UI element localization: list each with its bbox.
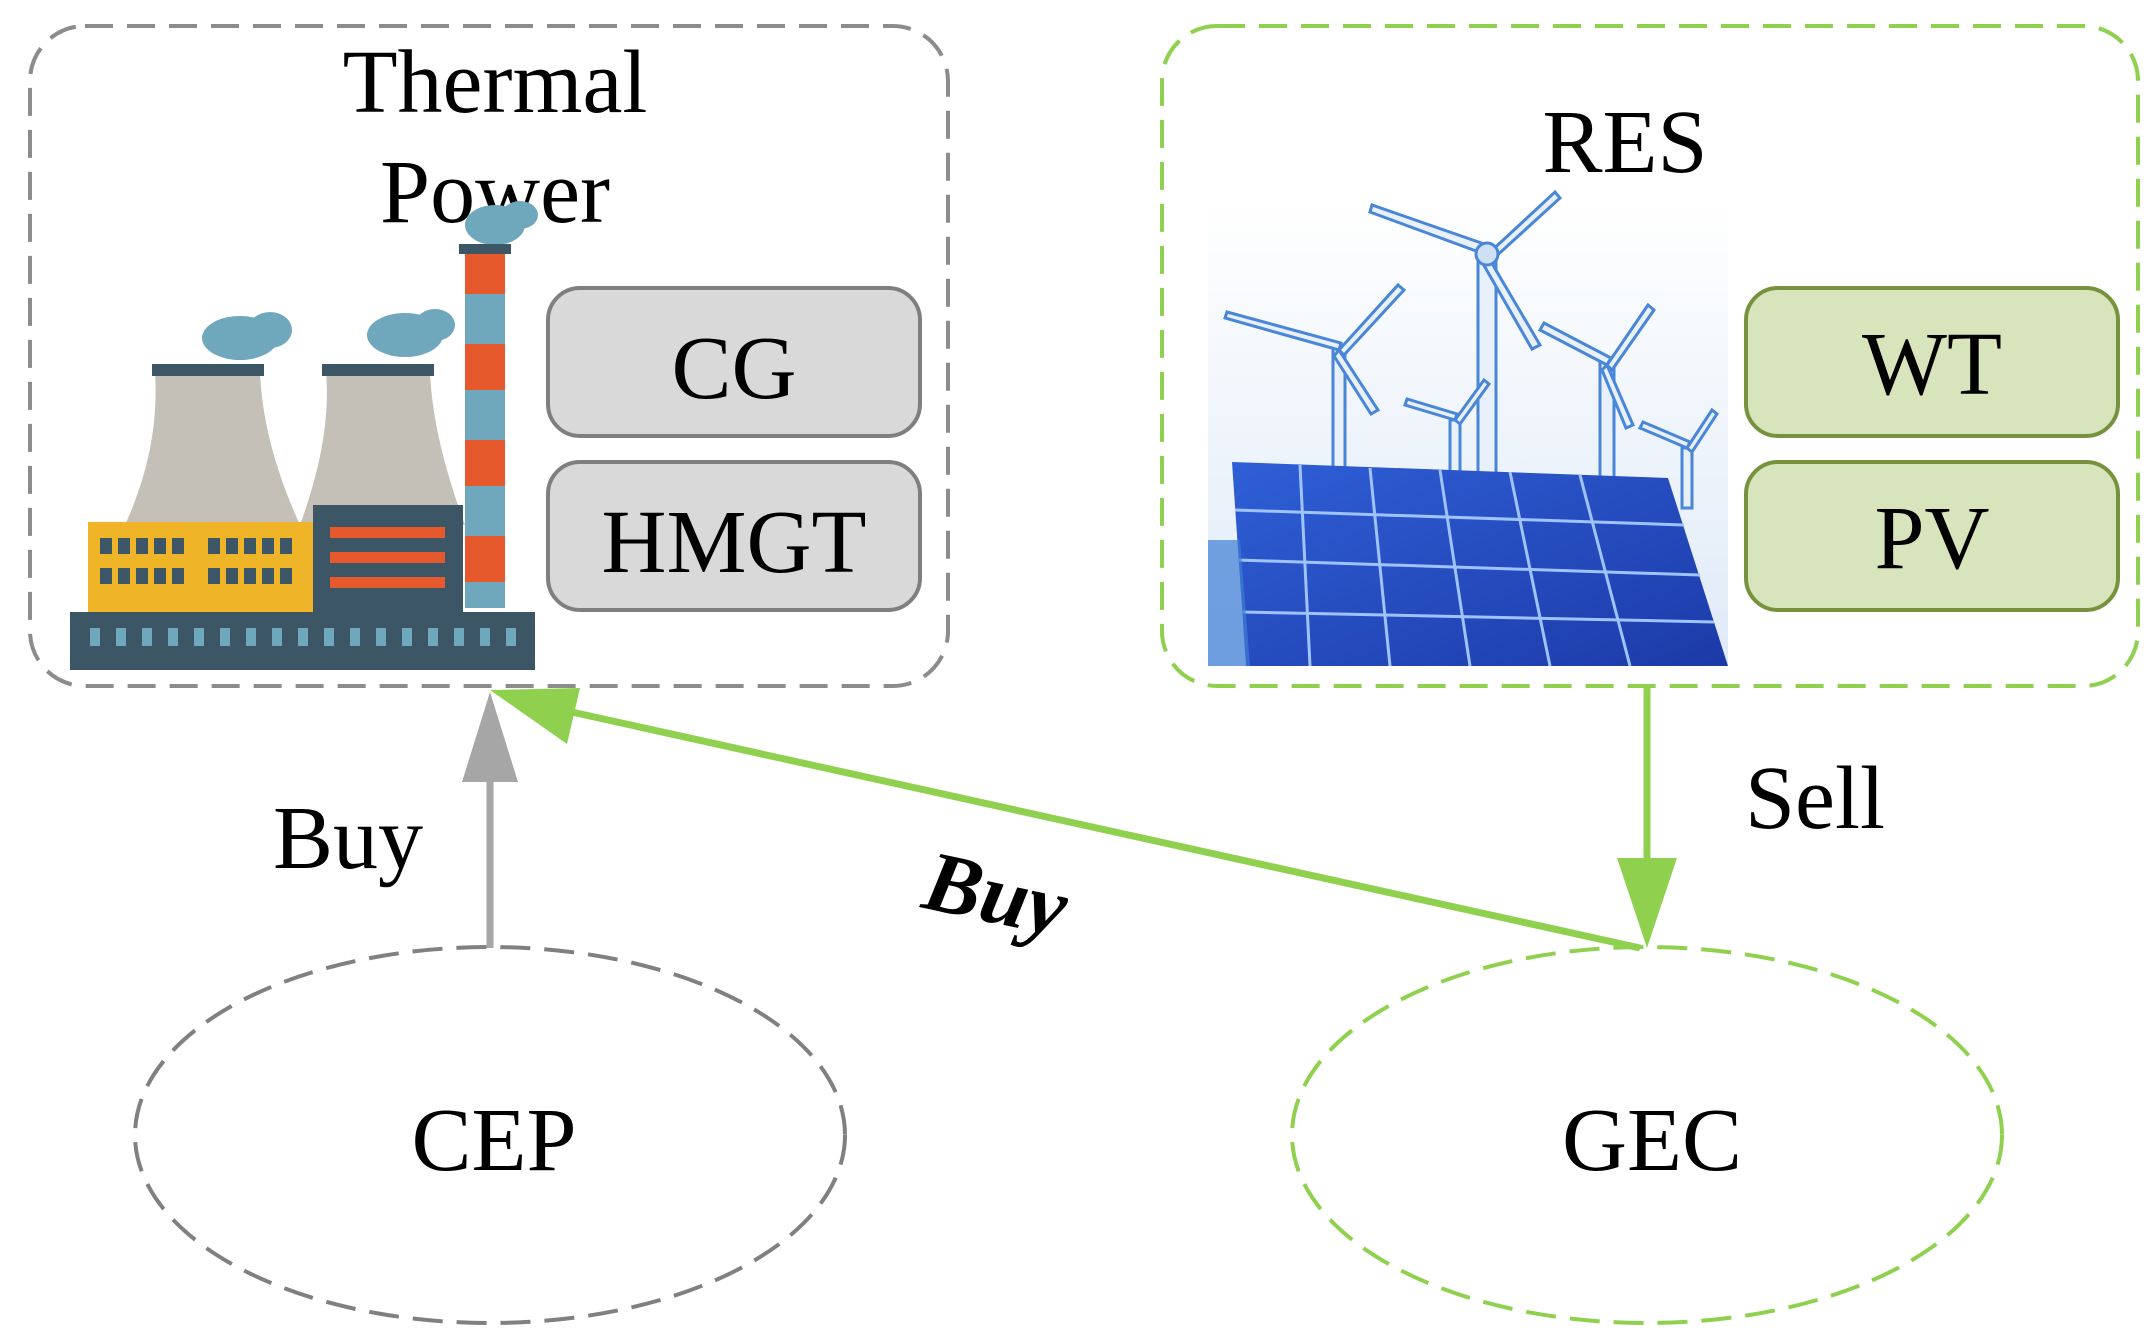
flow-label-cep-buy: Buy: [273, 789, 423, 888]
res-title: RES: [1542, 93, 1707, 192]
flow-res-to-gec: Sell: [1617, 686, 1885, 948]
gec-node: GEC: [1290, 945, 2004, 1325]
flow-gec-to-thermal: Buy: [490, 688, 1641, 956]
arrow-gec-to-thermal: [539, 701, 1641, 952]
arrowhead-res-to-gec: [1617, 858, 1677, 948]
wind-solar-icon: [1208, 189, 1728, 667]
flow-label-gec-buy: Buy: [915, 832, 1077, 956]
gec-label: GEC: [1562, 1091, 1742, 1190]
thermal-power-group: Thermal Power: [28, 24, 950, 688]
res-group: RES: [1160, 24, 2140, 688]
unit-box-wt: [1744, 286, 2120, 438]
flow-label-sell: Sell: [1745, 749, 1885, 848]
cep-label: CEP: [411, 1091, 576, 1190]
unit-label-cg: CG: [671, 319, 796, 418]
unit-box-cg: [546, 286, 922, 438]
flow-cep-to-thermal: Buy: [273, 692, 518, 948]
arrowhead-cep-to-thermal: [462, 692, 518, 782]
cep-node: CEP: [133, 945, 847, 1325]
factory-icon: [70, 201, 538, 670]
unit-label-wt: WT: [1862, 315, 2002, 414]
unit-label-hmgt: HMGT: [602, 493, 867, 592]
unit-box-hmgt: [546, 460, 922, 612]
cep-ellipse: [133, 945, 847, 1325]
gec-ellipse: [1290, 945, 2004, 1325]
arrowhead-gec-to-thermal: [490, 688, 580, 744]
unit-label-pv: PV: [1874, 489, 1989, 588]
thermal-power-border: [28, 24, 950, 688]
thermal-power-title-line1: Thermal: [343, 33, 648, 132]
unit-box-pv: [1744, 460, 2120, 612]
